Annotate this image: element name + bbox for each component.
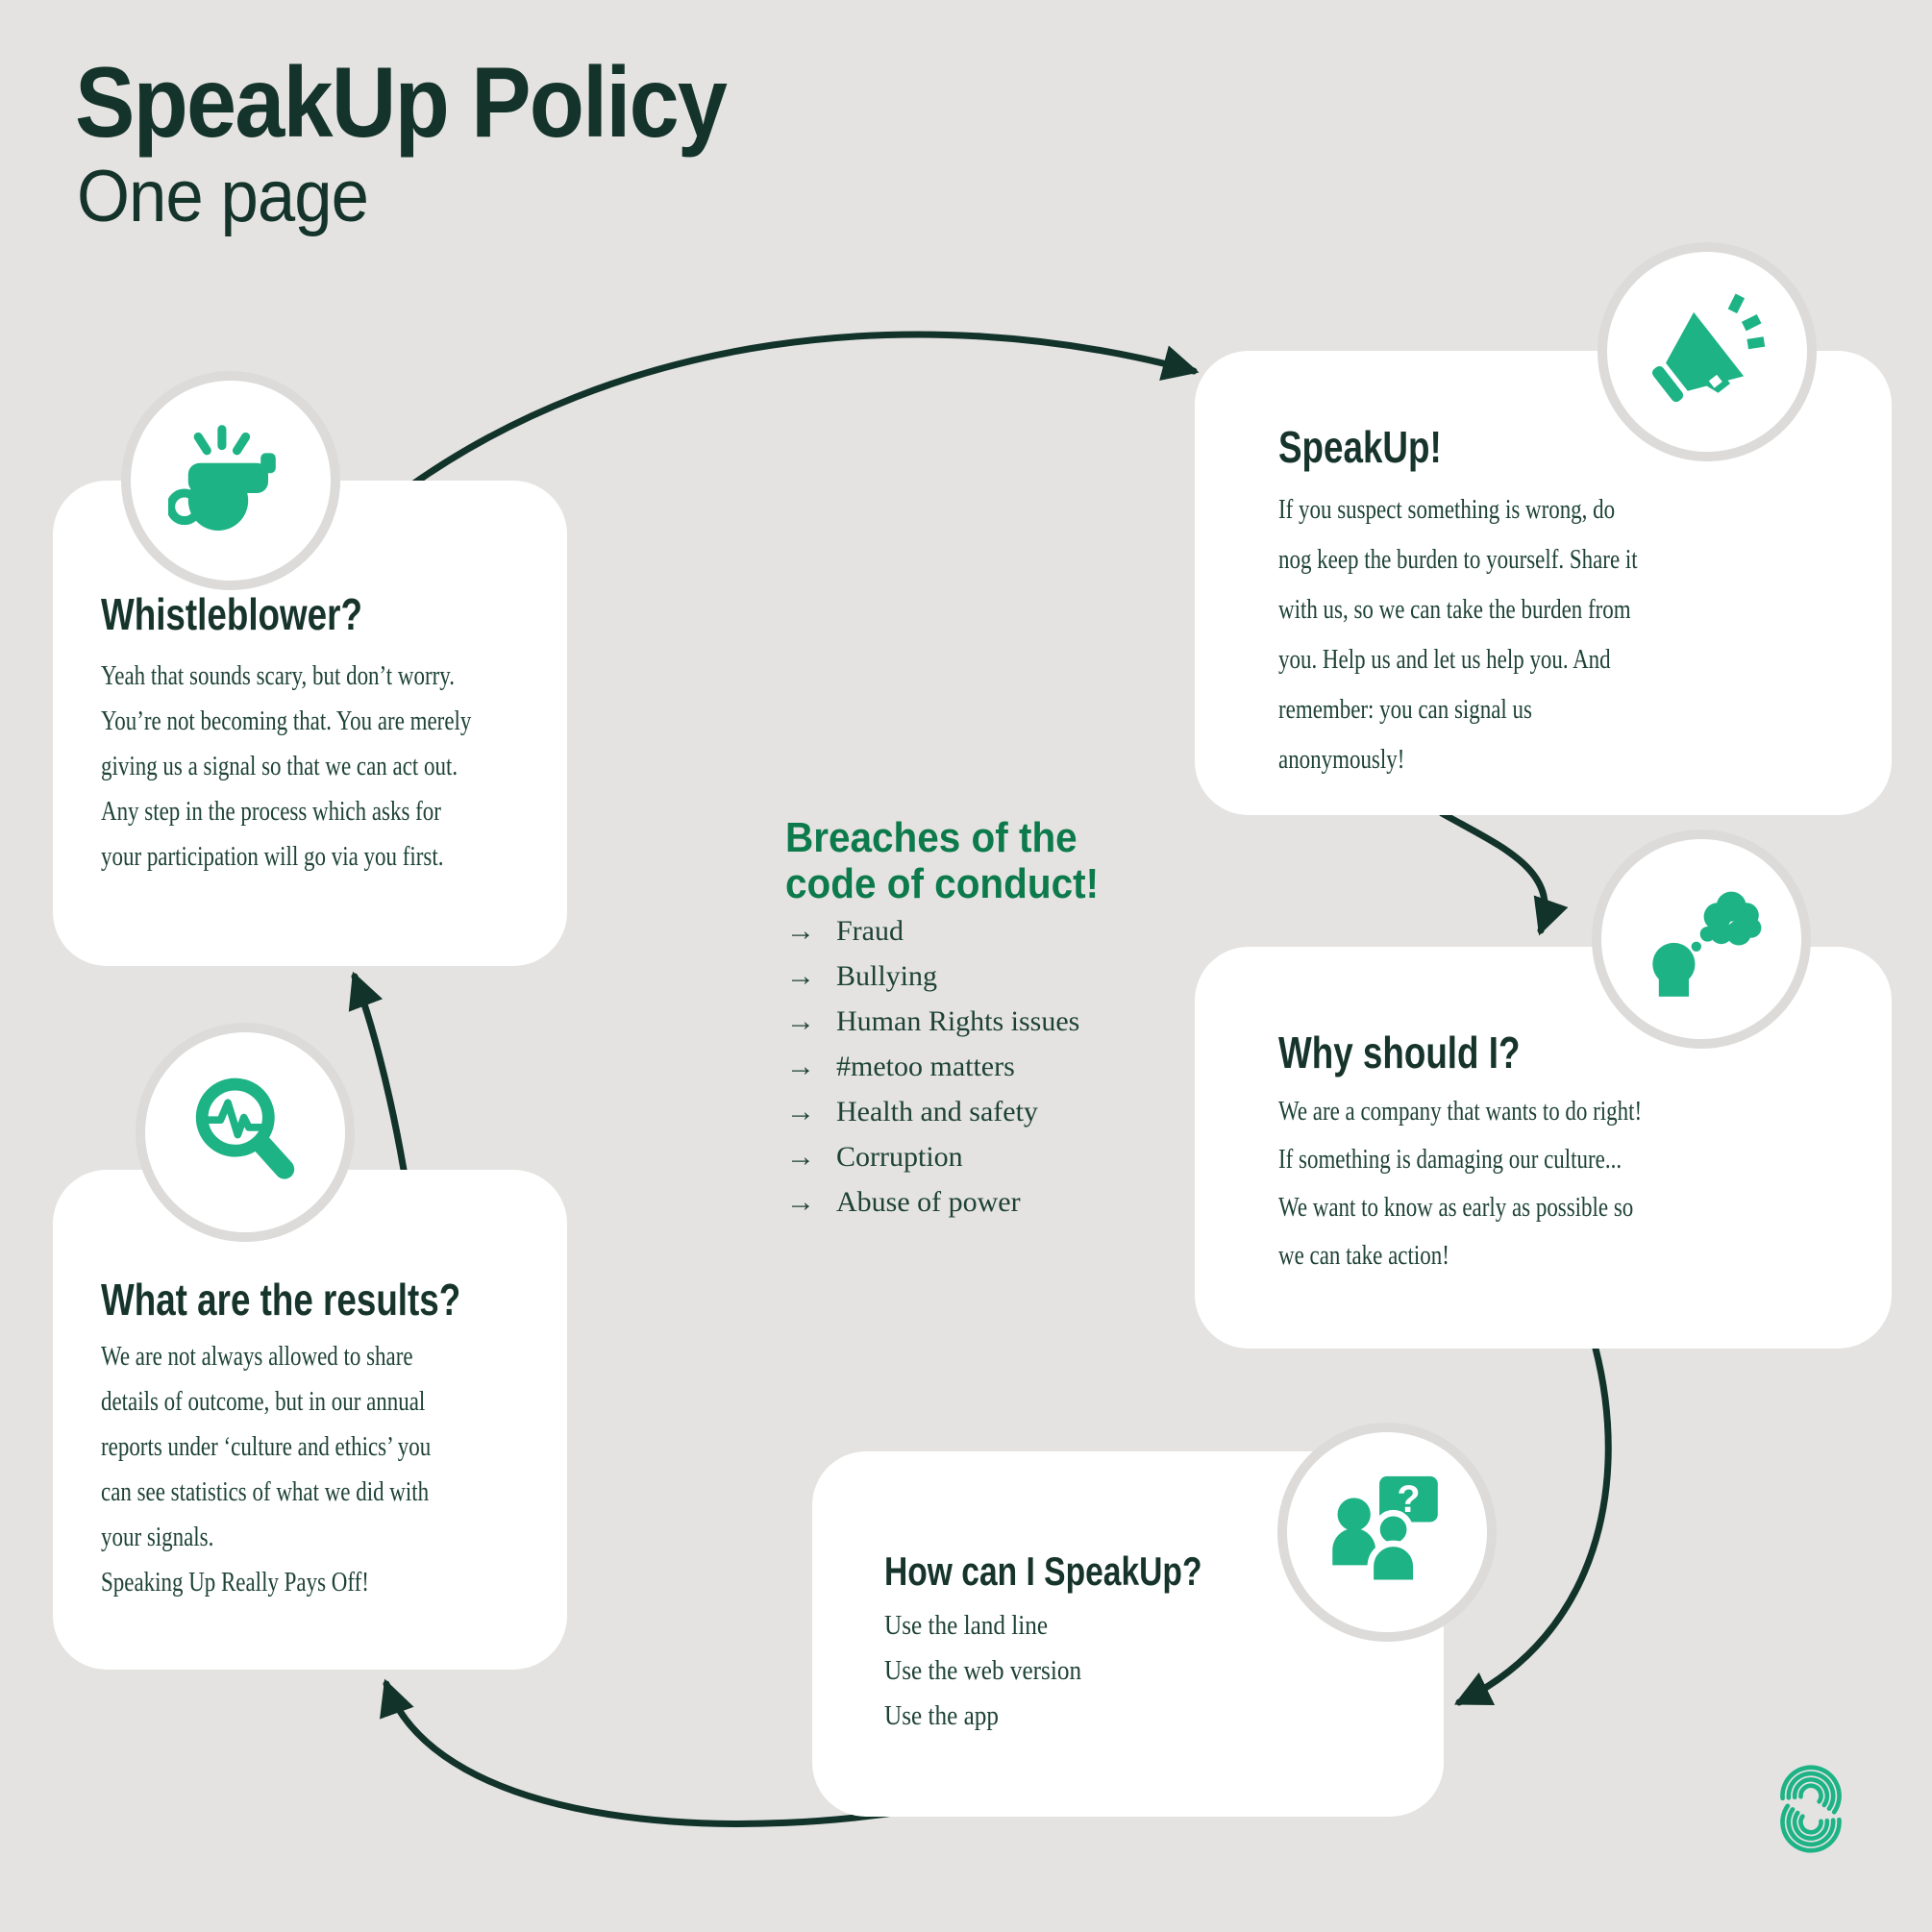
thinking-head-icon-circle — [1592, 830, 1811, 1049]
list-item: → Fraud — [786, 915, 1079, 960]
breach-label: Fraud — [836, 915, 904, 947]
magnifier-pulse-icon — [195, 1077, 295, 1179]
body-line: your participation will go via you first… — [101, 842, 444, 872]
svg-text:?: ? — [1397, 1478, 1420, 1521]
list-item: → Health and safety — [786, 1096, 1079, 1141]
arrow-why-to-how — [1453, 1345, 1612, 1706]
breach-label: Abuse of power — [836, 1186, 1021, 1218]
how-heading: How can I SpeakUp? — [884, 1548, 1202, 1594]
magnifier-pulse-icon-circle — [136, 1023, 355, 1242]
body-line: anonymously! — [1278, 745, 1405, 775]
body-line: remember: you can signal us — [1278, 695, 1532, 725]
body-line: nog keep the burden to yourself. Share i… — [1278, 545, 1638, 575]
list-item: → Abuse of power — [786, 1186, 1079, 1231]
why-heading: Why should I? — [1278, 1028, 1521, 1077]
body-line: we can take action! — [1278, 1241, 1449, 1271]
body-line: Speaking Up Really Pays Off! — [101, 1568, 369, 1598]
body-line: details of outcome, but in our annual — [101, 1387, 426, 1417]
body-line: Any step in the process which asks for — [101, 797, 441, 827]
thinking-head-icon — [1652, 891, 1762, 997]
page-title: SpeakUp Policy — [75, 47, 728, 159]
body-line: You’re not becoming that. You are merely — [101, 706, 472, 736]
body-line: your signals. — [101, 1523, 214, 1552]
whistle-icon-circle — [121, 371, 340, 590]
breaches-list: → Fraud → Bullying → Human Rights issues… — [786, 915, 1079, 1231]
people-question-icon: ? — [1332, 1475, 1438, 1587]
body-line: Use the web version — [884, 1656, 1082, 1686]
arrow-bullet-icon: → — [786, 960, 815, 992]
arrow-bullet-icon: → — [786, 1005, 815, 1037]
card-whistleblower — [53, 481, 567, 966]
body-line: can see statistics of what we did with — [101, 1477, 430, 1507]
breaches-heading-line: code of conduct! — [785, 860, 1100, 907]
breach-label: Health and safety — [836, 1096, 1038, 1127]
results-heading: What are the results? — [101, 1275, 461, 1325]
list-item: → Human Rights issues — [786, 1005, 1079, 1051]
breach-label: Human Rights issues — [836, 1005, 1080, 1037]
results-body: We are not always allowed to share detai… — [101, 1334, 504, 1605]
list-item: → Corruption — [786, 1141, 1079, 1186]
breaches-heading: Breaches of the code of conduct! — [785, 815, 1126, 907]
arrow-bullet-icon: → — [786, 1141, 815, 1173]
arrow-results-to-whistleblower — [348, 971, 408, 1174]
body-line: reports under ‘culture and ethics’ you — [101, 1432, 432, 1462]
body-line: Use the land line — [884, 1611, 1049, 1641]
page-subtitle: One page — [77, 156, 369, 237]
speakup-body: If you suspect something is wrong, do no… — [1278, 485, 1717, 785]
whistleblower-body: Yeah that sounds scary, but don’t worry.… — [101, 654, 553, 879]
list-item: → Bullying — [786, 960, 1079, 1005]
arrow-bullet-icon: → — [786, 915, 815, 947]
body-line: with us, so we can take the burden from — [1278, 595, 1631, 625]
body-line: If you suspect something is wrong, do — [1278, 495, 1616, 525]
arrow-bullet-icon: → — [786, 1186, 815, 1218]
why-body: We are a company that wants to do right!… — [1278, 1088, 1721, 1280]
arrow-bullet-icon: → — [786, 1096, 815, 1127]
body-line: If something is damaging our culture... — [1278, 1145, 1622, 1175]
body-line: giving us a signal so that we can act ou… — [101, 752, 458, 781]
breaches-heading-line: Breaches of the — [785, 814, 1077, 861]
card-results — [53, 1170, 567, 1670]
arrow-bullet-icon: → — [786, 1051, 815, 1082]
body-line: We are a company that wants to do right! — [1278, 1097, 1643, 1127]
list-item: → #metoo matters — [786, 1051, 1079, 1096]
body-line: Use the app — [884, 1701, 999, 1731]
speakup-heading: SpeakUp! — [1278, 422, 1442, 472]
speakup-s-logo-icon — [1780, 1765, 1842, 1853]
whistle-icon — [168, 425, 276, 531]
megaphone-icon — [1652, 293, 1766, 403]
megaphone-icon-circle — [1598, 242, 1817, 461]
arrow-speakup-to-why — [1438, 809, 1569, 936]
arrow-whistleblower-to-speakup — [398, 331, 1200, 496]
breach-label: Bullying — [836, 960, 938, 992]
breach-label: #metoo matters — [836, 1051, 1015, 1082]
breach-label: Corruption — [836, 1141, 963, 1173]
body-line: Yeah that sounds scary, but don’t worry. — [101, 661, 455, 691]
people-question-icon-circle: ? — [1277, 1423, 1497, 1642]
body-line: We want to know as early as possible so — [1278, 1193, 1634, 1223]
body-line: We are not always allowed to share — [101, 1342, 413, 1372]
whistleblower-heading: Whistleblower? — [101, 589, 362, 639]
body-line: you. Help us and let us help you. And — [1278, 645, 1611, 675]
how-body: Use the land line Use the web version Us… — [884, 1603, 1103, 1739]
